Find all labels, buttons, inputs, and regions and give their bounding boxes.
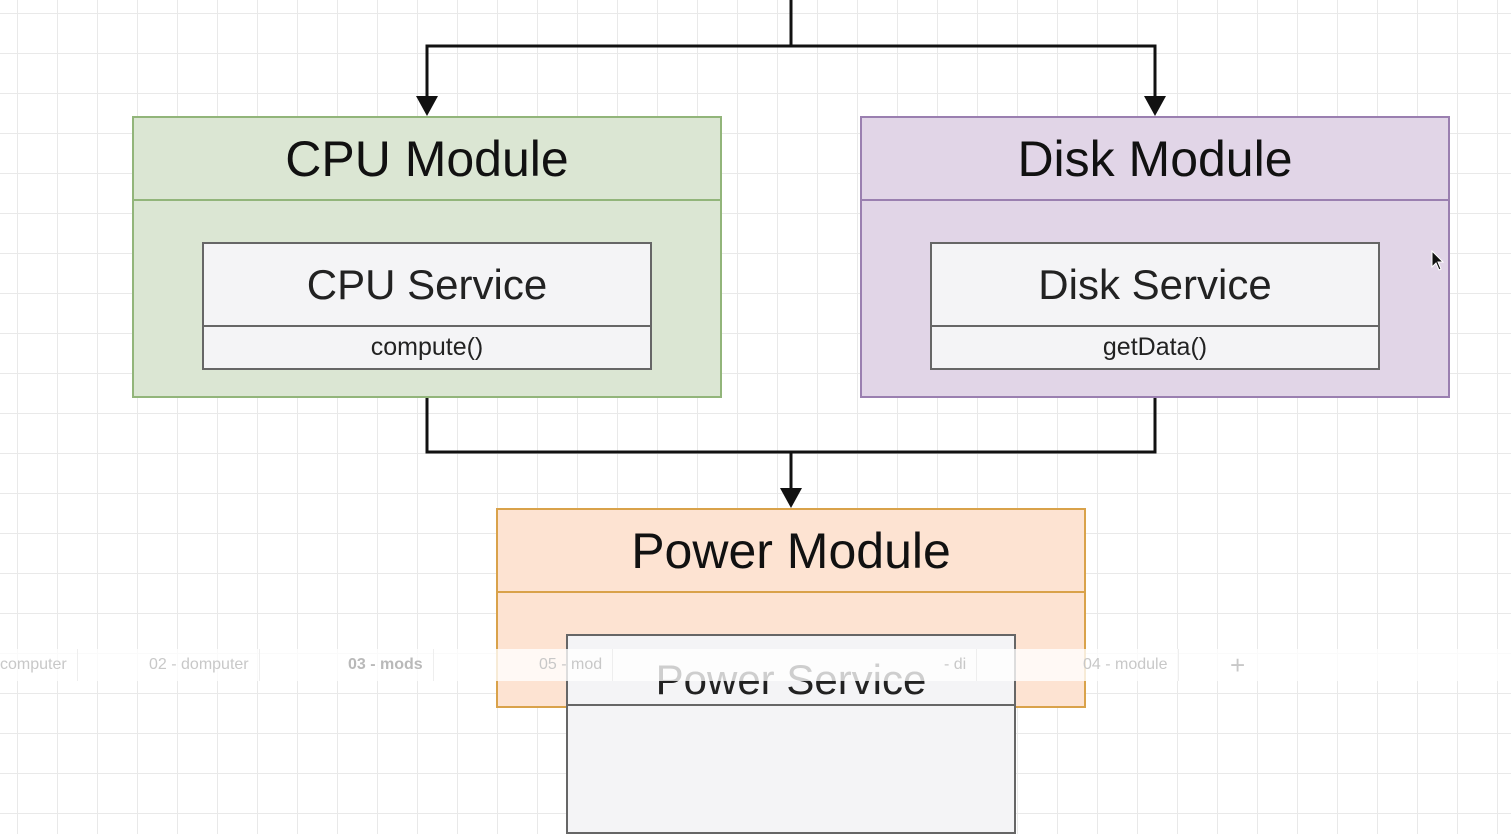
tab-computer[interactable]: computer: [0, 649, 78, 681]
disk-module[interactable]: Disk Module Disk Service getData(): [860, 116, 1450, 398]
connector-cpu-to-power: [425, 398, 793, 488]
add-page-icon[interactable]: +: [1230, 649, 1246, 680]
service-method: getData(): [1102, 333, 1208, 361]
module-title: CPU Module: [134, 118, 720, 201]
service-title: Disk Service: [932, 244, 1378, 327]
arrowhead-icon: [780, 488, 802, 508]
tab-02-domputer[interactable]: 02 - domputer: [149, 649, 260, 681]
connector-lines: [416, 0, 1166, 508]
service-method: compute(): [370, 333, 484, 361]
module-title: Disk Module: [862, 118, 1448, 201]
disk-service[interactable]: Disk Service getData(): [930, 242, 1380, 370]
connector-disk-to-power: [791, 398, 1157, 454]
arrowhead-icon: [416, 96, 438, 116]
module-title: Power Module: [498, 510, 1084, 593]
service-title: CPU Service: [204, 244, 650, 327]
cpu-service[interactable]: CPU Service compute(): [202, 242, 652, 370]
tab-05-mod[interactable]: 05 - mod: [539, 649, 614, 681]
mouse-pointer-icon: [1431, 250, 1445, 271]
connector-top-to-disk: [791, 44, 1157, 96]
tab-04-module[interactable]: 04 - module: [1083, 649, 1179, 681]
arrowhead-icon: [1144, 96, 1166, 116]
connector-top-to-cpu: [425, 0, 793, 96]
tab-di[interactable]: - di: [944, 649, 978, 681]
tab-03-mods[interactable]: 03 - mods: [348, 649, 434, 681]
cpu-module[interactable]: CPU Module CPU Service compute(): [132, 116, 722, 398]
page-tab-bar: computer 02 - domputer 03 - mods 05 - mo…: [0, 649, 1511, 681]
